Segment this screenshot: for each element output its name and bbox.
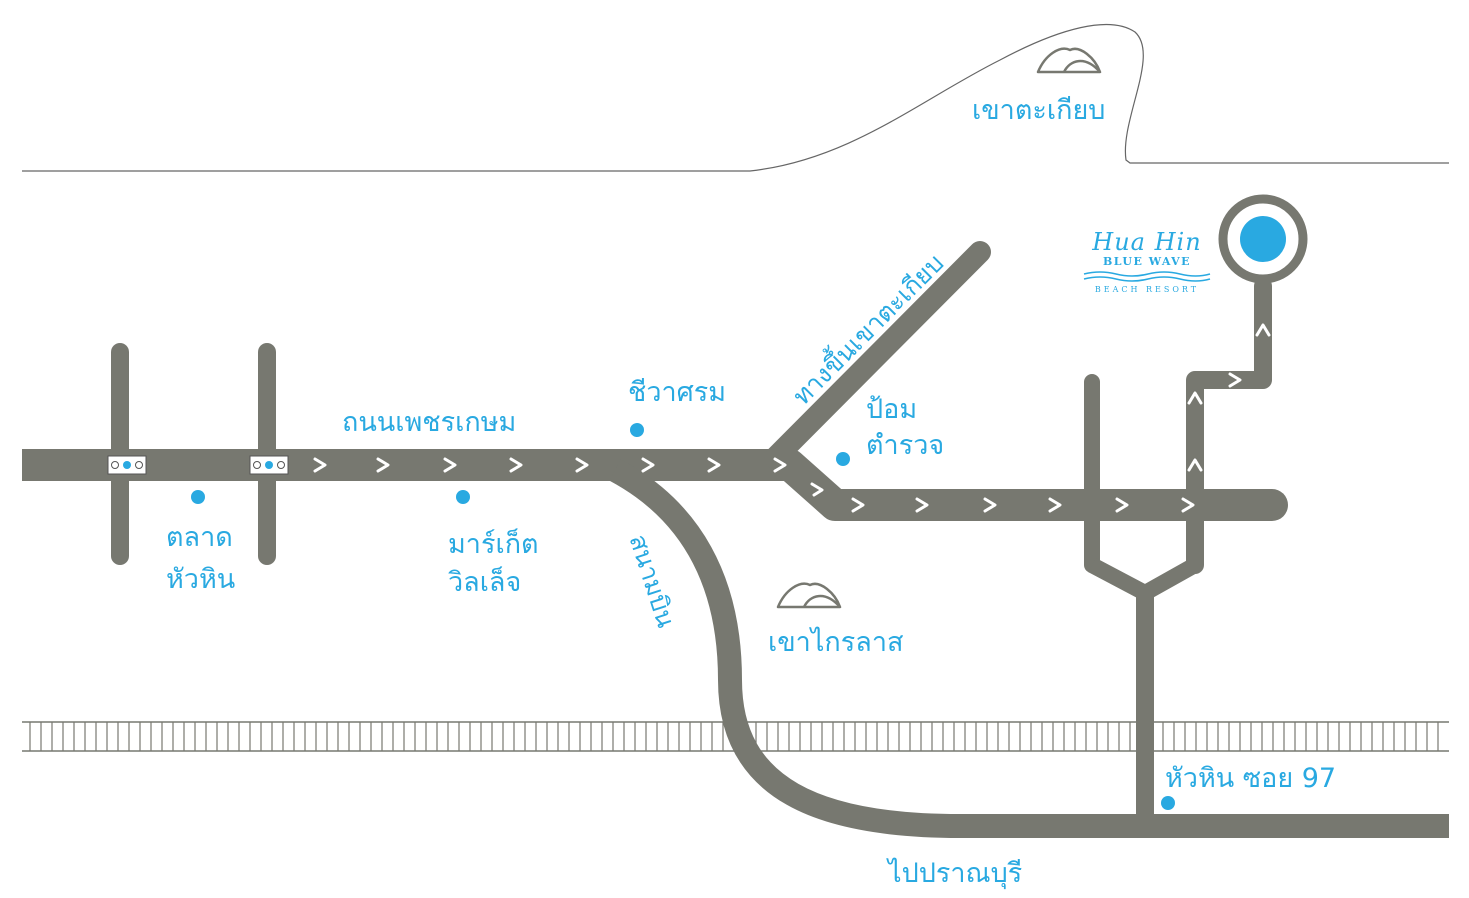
- dot-police-box: [836, 452, 850, 466]
- chevron-right-icon: [313, 457, 327, 473]
- label-huahin-market-line1: ตลาด: [166, 522, 233, 553]
- label-khao-krailas: เขาไกรลาส: [768, 627, 904, 658]
- label-police-box-line1: ป้อม: [866, 394, 918, 425]
- label-market-village-line1: มาร์เก็ต: [448, 529, 539, 560]
- traffic-light-icon: [107, 455, 147, 475]
- chevron-right-icon: [1115, 497, 1129, 513]
- label-phetkasem-road: ถนนเพชรเกษม: [342, 407, 517, 438]
- label-chiwasom: ชีวาศรม: [628, 377, 727, 408]
- logo-line1: Hua Hin: [1092, 228, 1202, 256]
- chevron-right-icon: [915, 497, 929, 513]
- chevron-right-icon: [509, 457, 523, 473]
- logo-line2: BLUE WAVE: [1102, 255, 1192, 268]
- label-police-box-line2: ตำรวจ: [866, 430, 945, 461]
- traffic-light-icon: [249, 455, 289, 475]
- dot-chiwasom: [630, 423, 644, 437]
- chevron-up-icon: [1187, 458, 1203, 472]
- mountain-icon: [776, 582, 842, 609]
- coastline: [22, 23, 1449, 172]
- airport-road: [609, 459, 1449, 838]
- dot-huahin-market: [191, 490, 205, 504]
- dot-market-village: [456, 490, 470, 504]
- chevron-right-icon: [707, 457, 721, 473]
- chevron-up-icon: [1255, 323, 1271, 337]
- chevron-right-icon: [851, 497, 865, 513]
- chevron-right-icon: [810, 482, 824, 497]
- logo-line3: BEACH RESORT: [1094, 285, 1200, 294]
- dot-soi-97: [1161, 796, 1175, 810]
- chevron-right-icon: [443, 457, 457, 473]
- label-market-village-line2: วิลเล็จ: [448, 567, 522, 598]
- chevron-right-icon: [1181, 497, 1195, 513]
- chevron-right-icon: [641, 457, 655, 473]
- chevron-right-icon: [1228, 372, 1242, 388]
- road-to-khao-takiab: [764, 241, 991, 469]
- destination-marker-icon: [1218, 194, 1308, 284]
- hotel-logo: Hua Hin BLUE WAVE BEACH RESORT: [1079, 228, 1215, 296]
- label-khao-takiab: เขาตะเกียบ: [972, 95, 1106, 126]
- label-to-pranburi: ไปปราณบุรี: [888, 858, 1023, 889]
- chevron-right-icon: [575, 457, 589, 473]
- chevron-right-icon: [376, 457, 390, 473]
- chevron-right-icon: [1048, 497, 1062, 513]
- mountain-icon: [1036, 47, 1102, 74]
- chevron-right-icon: [983, 497, 997, 513]
- label-soi-97: หัวหิน ซอย 97: [1165, 763, 1337, 794]
- label-huahin-market-line2: หัวหิน: [166, 564, 236, 595]
- chevron-up-icon: [1187, 391, 1203, 405]
- chevron-right-icon: [773, 457, 787, 473]
- wave-icon: [1083, 271, 1211, 282]
